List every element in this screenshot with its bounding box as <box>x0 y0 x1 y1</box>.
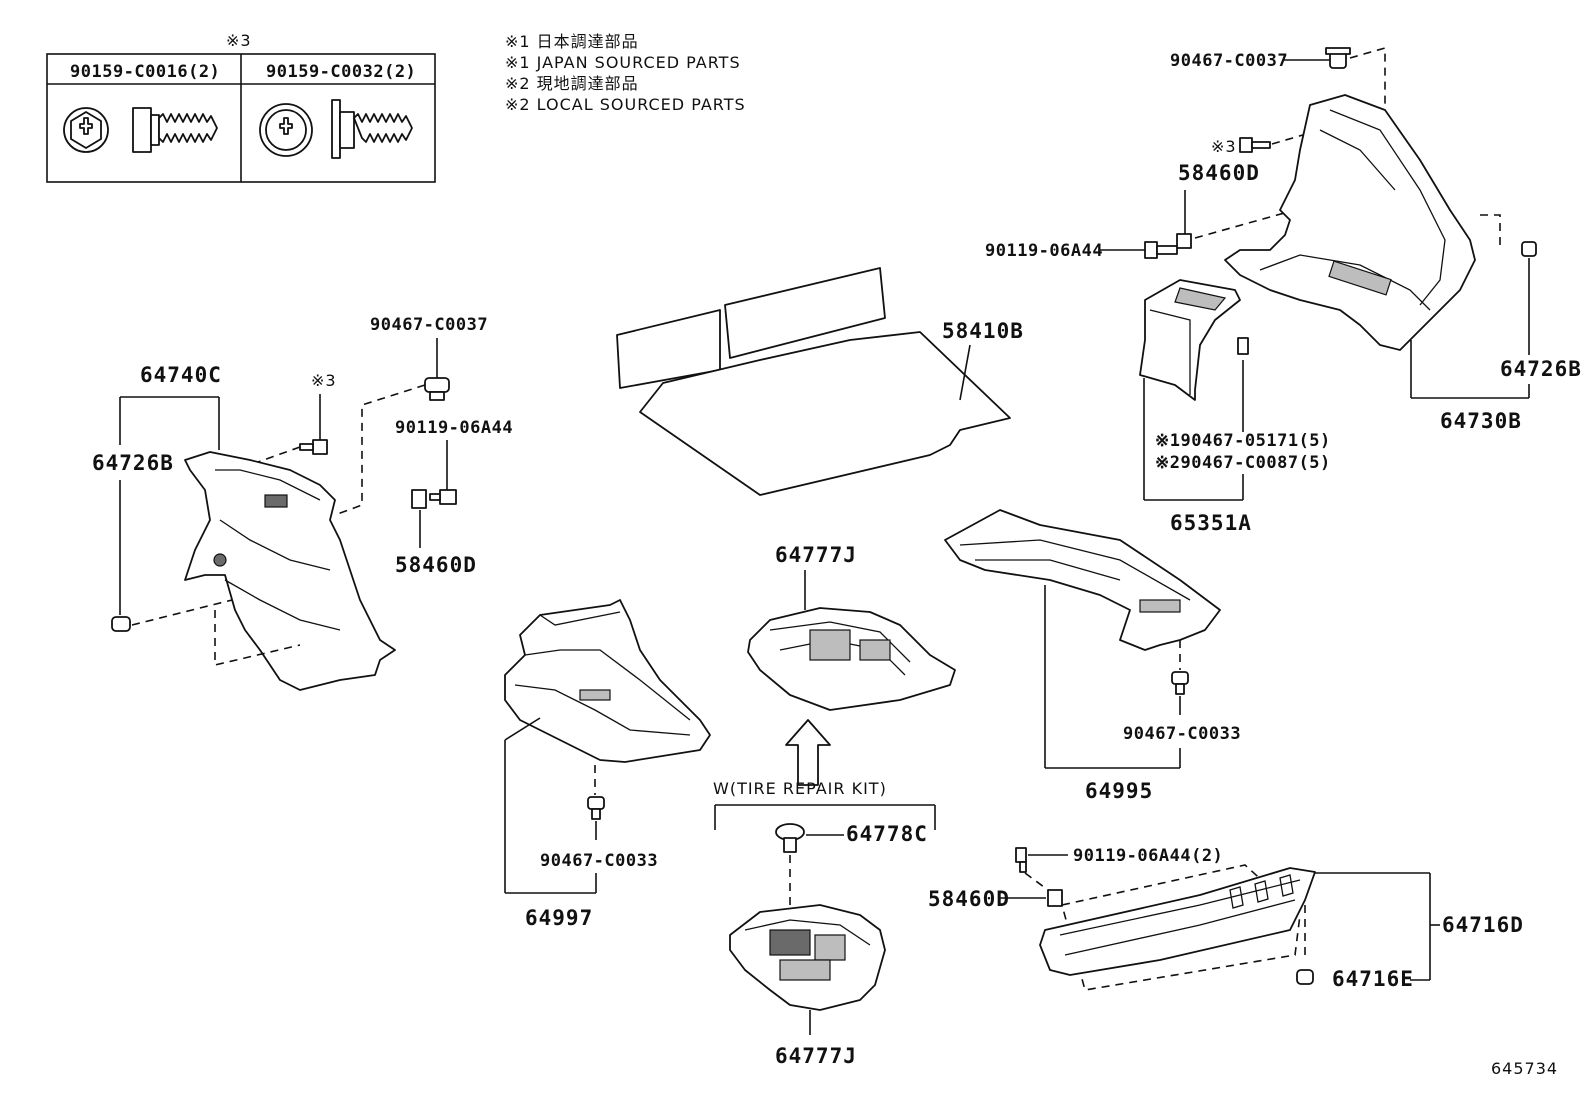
note-1-en: ※1 JAPAN SOURCED PARTS <box>505 53 741 72</box>
label-64716D: 64716D <box>1442 913 1524 937</box>
label-64716E: 64716E <box>1332 967 1414 991</box>
label-64777J-top: 64777J <box>775 543 857 567</box>
nut-clip-icon <box>1176 233 1192 249</box>
bolt-icon <box>1144 241 1178 259</box>
label-tire-repair-kit: W(TIRE REPAIR KIT) <box>713 779 887 798</box>
rear-floor-finish-plate: 90119-06A44(2) 58460D 64716D 64716E <box>928 846 1524 991</box>
legend-header-note: ※3 <box>226 31 252 50</box>
rear-quarter-trim-right-assembly: 90467-C0037 ※3 58460D 90119-06A44 <box>985 46 1582 535</box>
label-90119-06A44-right: 90119-06A44 <box>985 241 1103 261</box>
legend-col2-part-number: 90159-C0032(2) <box>266 62 416 82</box>
note-2-jp: ※2 現地調達部品 <box>505 74 639 93</box>
label-58460D-right: 58460D <box>1178 161 1260 185</box>
label-64730B: 64730B <box>1440 409 1522 433</box>
quarter-trim-panel-left <box>184 451 396 691</box>
note-2-en: ※2 LOCAL SOURCED PARTS <box>505 95 746 114</box>
rear-quarter-trim-left-assembly: 90467-C0037 64740C ※3 90119-06A44 58460D… <box>92 315 513 691</box>
clip-icon <box>1325 47 1351 69</box>
label-64995: 64995 <box>1085 779 1153 803</box>
deck-floor-box-right: 90467-C0033 64995 <box>944 509 1241 803</box>
clip-icon <box>111 616 131 632</box>
label-64726B-right: 64726B <box>1500 357 1582 381</box>
trunk-floor-mat: 58410B <box>616 267 1024 496</box>
screw-icon <box>299 439 328 455</box>
clip-icon <box>424 377 450 401</box>
clip-icon <box>1521 241 1537 257</box>
label-90467-C0087: ※290467-C0087(5) <box>1155 453 1331 473</box>
label-90467-C0033-left: 90467-C0033 <box>540 851 658 871</box>
label-64740C: 64740C <box>140 363 222 387</box>
quarter-trim-panel-right <box>1224 94 1476 351</box>
label-58460D-left: 58460D <box>395 553 477 577</box>
tire-repair-kit-tray-bottom: 64778C 64777J <box>729 822 928 1068</box>
label-64726B-left: 64726B <box>92 451 174 475</box>
bolt-icon <box>429 489 457 505</box>
push-clip-icon <box>775 823 805 853</box>
label-90119-06A44-2: 90119-06A44(2) <box>1073 846 1223 866</box>
legend-col1-part-number: 90159-C0016(2) <box>70 62 220 82</box>
sourcing-notes: ※1 日本調達部品 ※1 JAPAN SOURCED PARTS ※2 現地調達… <box>505 32 746 114</box>
label-64997: 64997 <box>525 906 593 930</box>
note-1-jp: ※1 日本調達部品 <box>505 32 639 51</box>
clip-icon <box>587 796 605 820</box>
hex-phillips-screw-icon <box>63 107 218 153</box>
nut-clip-icon <box>1047 889 1063 907</box>
label-58460D-bottom: 58460D <box>928 887 1010 911</box>
label-90467-05171: ※190467-05171(5) <box>1155 431 1331 451</box>
label-note3-left: ※3 <box>311 371 337 390</box>
clip-icon <box>1296 969 1314 985</box>
label-64777J-bottom: 64777J <box>775 1044 857 1068</box>
up-arrow-icon <box>785 719 831 786</box>
nut-clip-icon <box>411 489 427 509</box>
label-90467-C0037-top: 90467-C0037 <box>1170 51 1288 71</box>
label-90119-06A44-left: 90119-06A44 <box>395 418 513 438</box>
diagram-number: 645734 <box>1491 1059 1558 1078</box>
screw-icon <box>1239 137 1271 153</box>
label-note3-right: ※3 <box>1211 137 1237 156</box>
fastener-legend-table: ※3 90159-C0016(2) 90159-C0032(2) <box>46 31 436 183</box>
label-64778C: 64778C <box>846 822 928 846</box>
label-90467-C0037-left: 90467-C0037 <box>370 315 488 335</box>
label-65351A: 65351A <box>1170 511 1252 535</box>
label-58410B: 58410B <box>942 319 1024 343</box>
bolt-icon <box>1015 847 1027 873</box>
flange-phillips-screw-icon <box>259 99 413 159</box>
label-90467-C0033-right: 90467-C0033 <box>1123 724 1241 744</box>
deck-floor-box-left: 90467-C0033 64997 <box>504 599 711 930</box>
clip-icon <box>1171 671 1189 695</box>
tire-repair-kit-tray-top: 64777J W(TIRE REPAIR KIT) <box>713 543 956 830</box>
